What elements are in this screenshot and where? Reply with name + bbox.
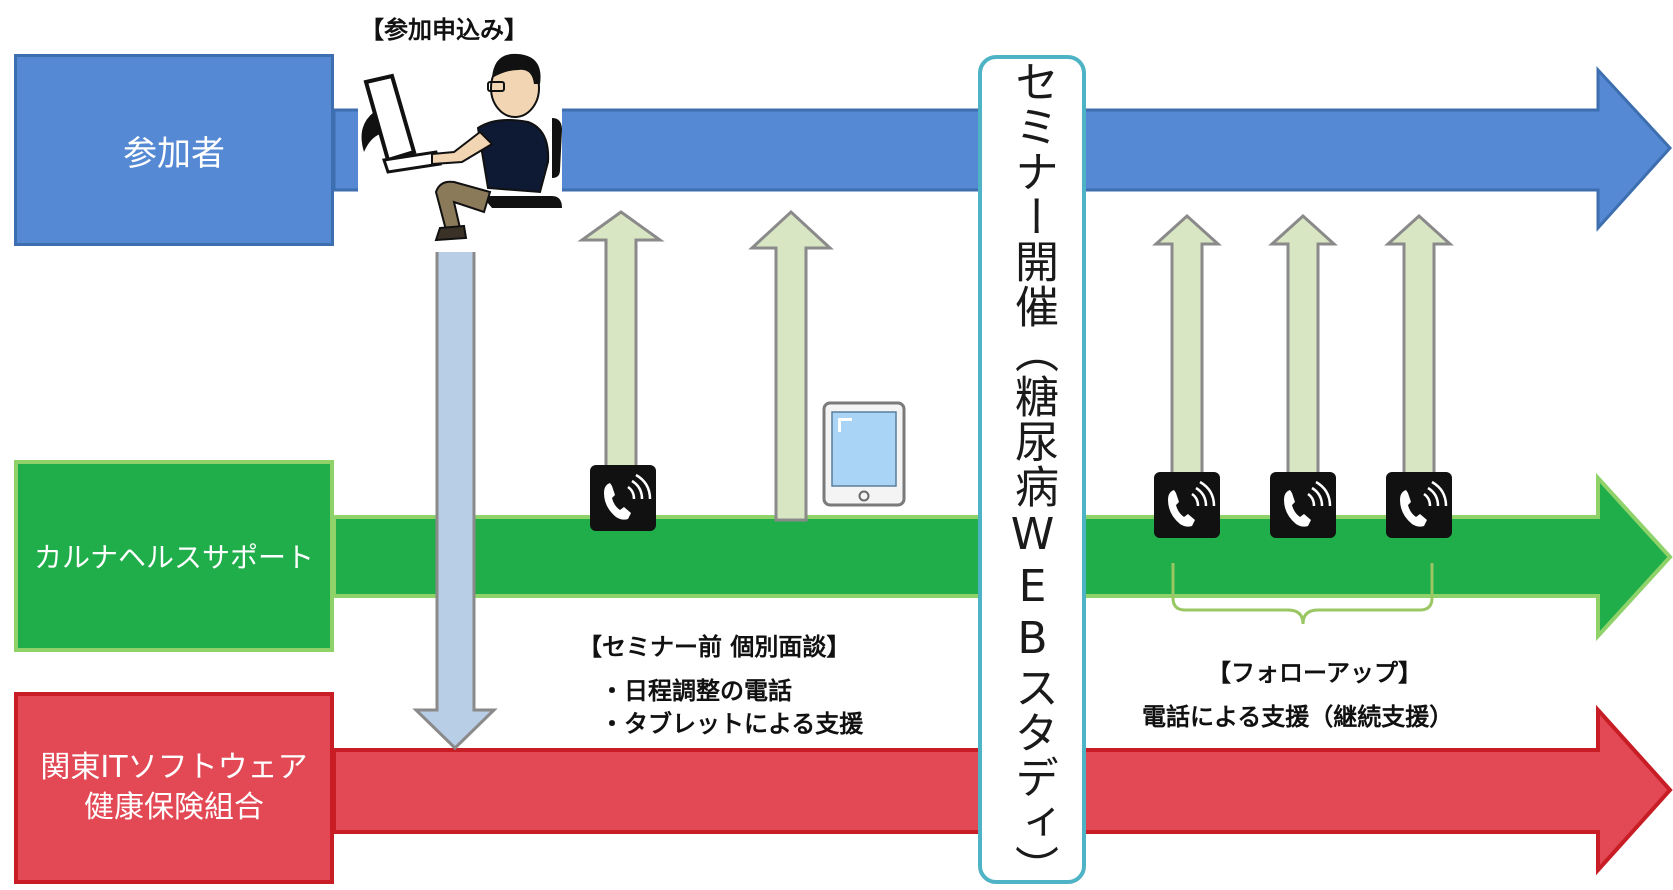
follow-up-title: 【フォローアップ】 xyxy=(1207,659,1423,687)
phone-icon xyxy=(590,465,656,531)
person-at-computer-icon xyxy=(358,53,562,252)
phone-icon xyxy=(1154,472,1220,538)
follow-up-arrow-3 xyxy=(1384,213,1454,502)
lane-support-label: カルナヘルスサポート xyxy=(33,541,314,574)
phone-icon xyxy=(1270,472,1336,538)
phone-icon xyxy=(1386,472,1452,538)
pre-seminar-title: 【セミナー前 個別面談】 xyxy=(578,633,851,661)
seminar-box: セミナー開催（糖尿病WEBスタディ） xyxy=(978,55,1086,890)
follow-up-arrow-2 xyxy=(1268,213,1338,502)
lane-union-label-line1: 関東ITソフトウェア xyxy=(40,750,308,785)
follow-up-subtitle: 電話による支援（継続支援） xyxy=(1142,703,1454,731)
apply-down-arrow xyxy=(412,248,498,751)
apply-label: 【参加申込み】 xyxy=(360,16,528,44)
lane-union: 関東ITソフトウェア 健康保険組合 xyxy=(14,692,334,884)
pre-up-arrow-2 xyxy=(748,209,834,522)
pre-seminar-item-call: ・日程調整の電話 xyxy=(600,677,792,705)
follow-up-brace xyxy=(1171,563,1434,625)
lane-participant-label: 参加者 xyxy=(123,133,225,174)
pre-up-arrow-1 xyxy=(577,210,665,502)
lane-union-label-line2: 健康保険組合 xyxy=(84,790,264,825)
seminar-label: セミナー開催（糖尿病WEBスタディ） xyxy=(1007,59,1058,890)
follow-up-arrow-1 xyxy=(1152,213,1222,502)
lane-participant: 参加者 xyxy=(14,54,334,246)
pre-seminar-item-tablet: ・タブレットによる支援 xyxy=(600,710,864,738)
lane-support: カルナヘルスサポート xyxy=(14,460,334,652)
tablet-icon xyxy=(822,401,906,507)
